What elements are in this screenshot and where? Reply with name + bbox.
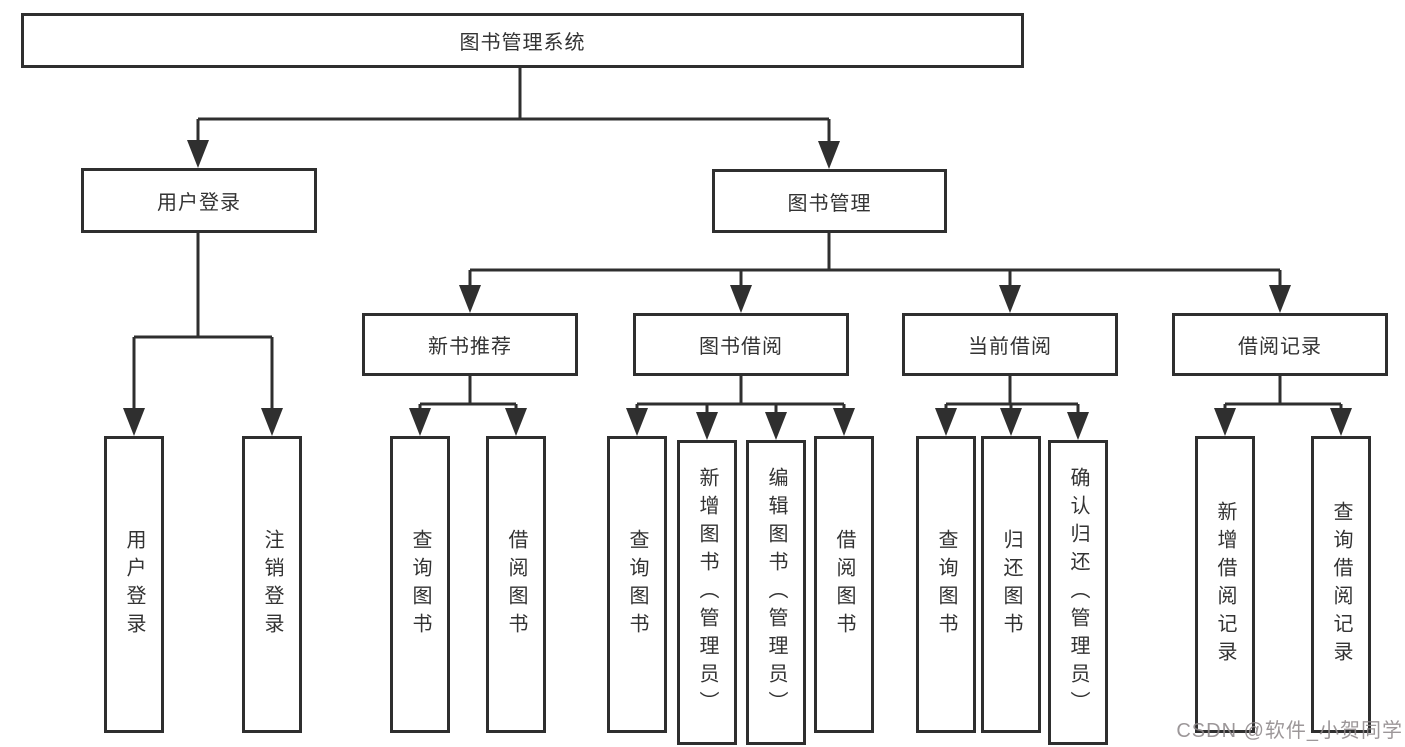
- connector-book-management: [468, 233, 1282, 287]
- arrow-down-icon: [999, 285, 1021, 313]
- arrow-down-icon: [696, 412, 718, 440]
- leaf-query-books-rec: 查询图书: [390, 436, 450, 733]
- arrow-down-icon: [187, 140, 209, 168]
- leaf-label: 注销登录: [261, 528, 283, 641]
- leaf-query-borrow-record: 查询借阅记录: [1311, 436, 1371, 733]
- arrow-down-icon: [409, 408, 431, 436]
- leaf-label: 用户登录: [123, 528, 145, 641]
- node-current-borrowing: 当前借阅: [902, 313, 1118, 376]
- arrow-down-icon: [833, 408, 855, 436]
- leaf-label: 查询图书: [935, 528, 957, 641]
- node-root: 图书管理系统: [21, 13, 1024, 68]
- arrow-down-icon: [261, 408, 283, 436]
- leaf-add-books-admin: 新增图书（管理员）: [677, 440, 737, 745]
- leaf-label: 查询图书: [626, 528, 648, 641]
- arrow-down-icon: [935, 408, 957, 436]
- leaf-borrow-books-rec: 借阅图书: [486, 436, 546, 733]
- leaf-label: 借阅图书: [833, 528, 855, 641]
- leaf-borrow-books: 借阅图书: [814, 436, 874, 733]
- connector-borrow-record: [1223, 376, 1343, 410]
- arrow-down-icon: [626, 408, 648, 436]
- arrow-down-icon: [818, 141, 840, 169]
- leaf-label: 编辑图书（管理员）: [765, 466, 787, 719]
- leaf-label: 确认归还（管理员）: [1067, 466, 1089, 719]
- arrow-down-icon: [1330, 408, 1352, 436]
- leaf-add-borrow-record: 新增借阅记录: [1195, 436, 1255, 733]
- arrow-down-icon: [1214, 408, 1236, 436]
- node-new-book-recommend: 新书推荐: [362, 313, 578, 376]
- leaf-label: 借阅图书: [505, 528, 527, 641]
- arrow-down-icon: [765, 412, 787, 440]
- arrow-down-icon: [459, 285, 481, 313]
- leaf-label: 归还图书: [1000, 528, 1022, 641]
- leaf-query-books-current: 查询图书: [916, 436, 976, 733]
- leaf-label: 查询图书: [409, 528, 431, 641]
- node-borrowing-records: 借阅记录: [1172, 313, 1388, 376]
- connector-user-login: [132, 233, 274, 410]
- arrow-down-icon: [1269, 285, 1291, 313]
- node-user-login: 用户登录: [81, 168, 317, 233]
- arrow-down-icon: [123, 408, 145, 436]
- leaf-label: 查询借阅记录: [1330, 500, 1352, 669]
- leaf-return-books: 归还图书: [981, 436, 1041, 733]
- connector-current-borrow: [944, 376, 1080, 414]
- leaf-logout: 注销登录: [242, 436, 302, 733]
- arrow-down-icon: [1067, 412, 1089, 440]
- connector-new-book-rec: [418, 376, 518, 410]
- connector-root: [196, 68, 831, 143]
- arrowheads: [123, 140, 1352, 440]
- leaf-user-login: 用户登录: [104, 436, 164, 733]
- arrow-down-icon: [505, 408, 527, 436]
- leaf-confirm-return-admin: 确认归还（管理员）: [1048, 440, 1108, 745]
- leaf-label: 新增图书（管理员）: [696, 466, 718, 719]
- node-book-management: 图书管理: [712, 169, 947, 233]
- node-book-borrowing: 图书借阅: [633, 313, 849, 376]
- leaf-label: 新增借阅记录: [1214, 500, 1236, 669]
- leaf-query-books-borrow: 查询图书: [607, 436, 667, 733]
- leaf-edit-books-admin: 编辑图书（管理员）: [746, 440, 806, 745]
- csdn-watermark: CSDN @软件_小贺同学: [1176, 720, 1403, 742]
- arrow-down-icon: [730, 285, 752, 313]
- arrow-down-icon: [1000, 408, 1022, 436]
- connector-book-borrow: [635, 376, 846, 414]
